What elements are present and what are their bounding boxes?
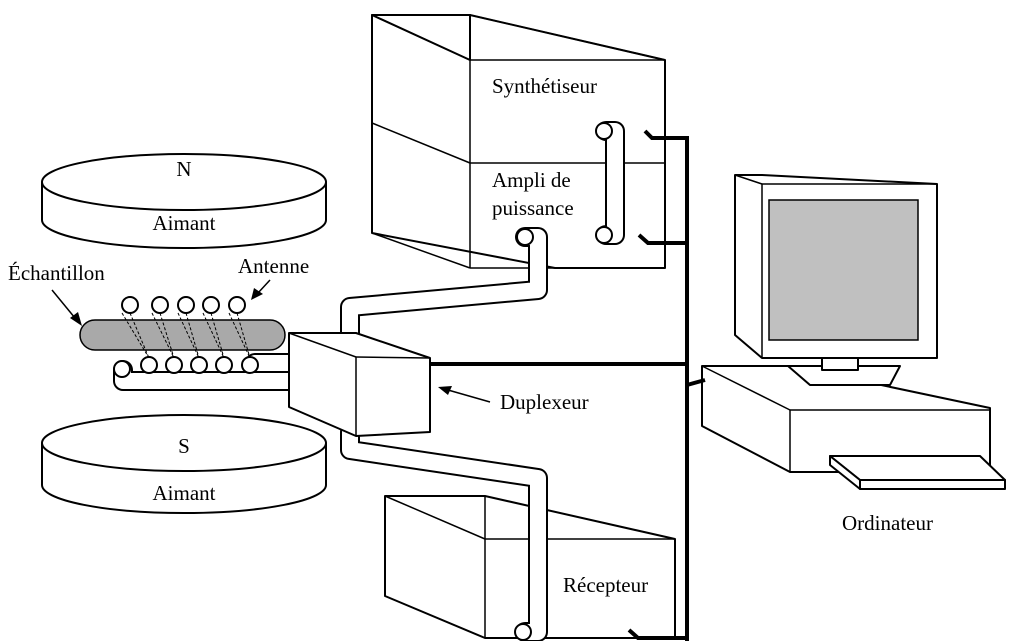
monitor-stand-base: [787, 365, 901, 386]
synthesizer-label: Synthétiseur: [492, 74, 597, 98]
keyboard-side: [829, 455, 861, 490]
keyboard-front: [859, 479, 1006, 490]
bus-synth-tap: [643, 129, 689, 140]
computer: [701, 174, 1006, 490]
computer-label: Ordinateur: [842, 511, 933, 535]
signal-bus: [430, 129, 706, 641]
magnet-south-pole-label: S: [178, 434, 190, 458]
amplifier-label-line2: puissance: [492, 196, 574, 220]
antenna-coil-windings: [121, 312, 251, 359]
connector-amp-out: [595, 226, 613, 244]
coax-cables: [113, 121, 625, 641]
antenna-coil-front: [140, 356, 259, 374]
antenna-arrow-head: [251, 288, 263, 300]
sample-arrow-head: [70, 312, 82, 326]
connector-receiver: [514, 623, 532, 641]
antenna-coil-back: [121, 296, 246, 314]
magnet-north-pole-label: N: [176, 157, 191, 181]
synth-side-divider: [371, 122, 471, 164]
connector-synth: [595, 122, 613, 140]
bus-computer-tap: [686, 378, 706, 387]
synthesizer-amplifier-unit: [371, 14, 666, 269]
bus-receiver-tap: [627, 628, 689, 640]
sample-label: Échantillon: [8, 261, 105, 285]
amplifier-label-line1: Ampli de: [492, 168, 571, 192]
receiver-label: Récepteur: [563, 573, 648, 597]
duplexer-arrow-line: [447, 389, 491, 403]
sample-arrow-line: [51, 289, 76, 319]
monitor-screen: [768, 199, 919, 341]
magnet-south: [41, 414, 327, 514]
magnet-north: [41, 153, 327, 249]
magnet-north-name-label: Aimant: [153, 211, 216, 235]
antenna-arrow-line: [257, 279, 271, 294]
magnet-north-top: [41, 153, 327, 211]
duplexer-label: Duplexeur: [500, 390, 589, 414]
bus-amp-tap: [637, 233, 689, 245]
duplexer-outline: [288, 332, 431, 437]
connector-coil-lead: [113, 360, 131, 378]
duplexer-arrow-head: [438, 386, 452, 395]
magnet-south-name-label: Aimant: [153, 481, 216, 505]
duplexer-unit: [288, 332, 431, 437]
sample-tube: [79, 319, 286, 351]
magnet-south-top: [41, 414, 327, 472]
antenna-label: Antenne: [238, 254, 309, 278]
connector-amp-in: [516, 228, 534, 246]
